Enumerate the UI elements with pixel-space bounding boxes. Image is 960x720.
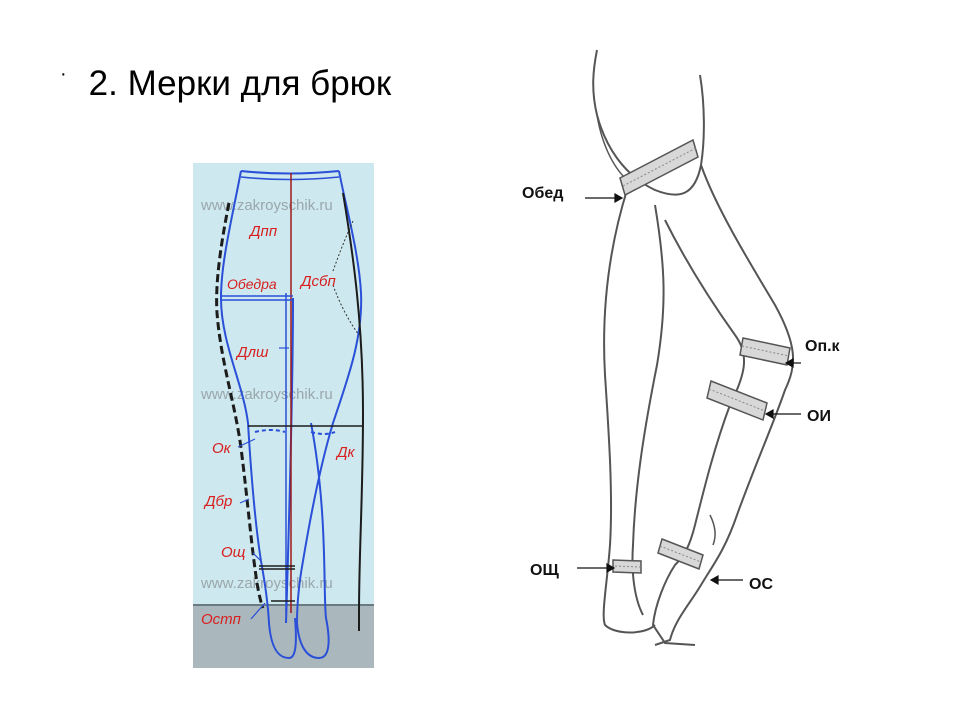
band-calf: [706, 379, 768, 422]
leg-outline-right: [295, 170, 363, 660]
bullet-point: ·: [60, 63, 67, 85]
waist-line: [240, 170, 340, 175]
label-obedra: Обедра: [227, 276, 277, 292]
hip-outline: [592, 49, 705, 196]
label-obed: Обед: [522, 185, 563, 202]
label-oshch: Ощ: [221, 544, 246, 561]
label-dlsh: Длш: [235, 344, 269, 361]
outside-length-line: [342, 192, 365, 631]
back-leg-outline: [602, 189, 656, 634]
label-dk: Дк: [335, 444, 356, 461]
watermark-1: www.zakroyschik.ru: [200, 197, 333, 214]
band-ankle-2: [657, 538, 704, 570]
label-ostp: Остп: [201, 611, 241, 628]
trousers-measurement-diagram: www.zakroyschik.ru www.zakroyschik.ru ww…: [193, 163, 374, 668]
label-ok: Ок: [212, 440, 232, 457]
watermark-2: www.zakroyschik.ru: [200, 386, 333, 403]
slide-title: 2. Мерки для брюк: [88, 64, 392, 103]
label-oi: ОИ: [807, 408, 831, 425]
label-dbr: Дбр: [203, 493, 232, 510]
leg-diagram-svg: Обед Оп.к ОИ ОЩ ОС: [522, 49, 841, 646]
diagram-background: [193, 163, 374, 668]
side-seam-dashed-line: [215, 202, 265, 609]
label-os: ОС: [749, 576, 773, 593]
waistband-line: [240, 176, 340, 181]
trousers-diagram-svg: www.zakroyschik.ru www.zakroyschik.ru ww…: [193, 163, 374, 668]
label-dsbp: Дсбп: [299, 273, 336, 290]
band-knee: [739, 337, 791, 366]
front-leg-outline: [654, 164, 794, 646]
label-op-k: Оп.к: [805, 338, 841, 355]
leg-measurement-diagram: Обед Оп.к ОИ ОЩ ОС: [505, 45, 845, 655]
leg-outline-left: [219, 170, 297, 660]
label-dpp: Дпп: [248, 223, 277, 240]
title-row: · 2. Мерки для брюк: [60, 62, 391, 106]
label-oshch: ОЩ: [530, 562, 559, 579]
